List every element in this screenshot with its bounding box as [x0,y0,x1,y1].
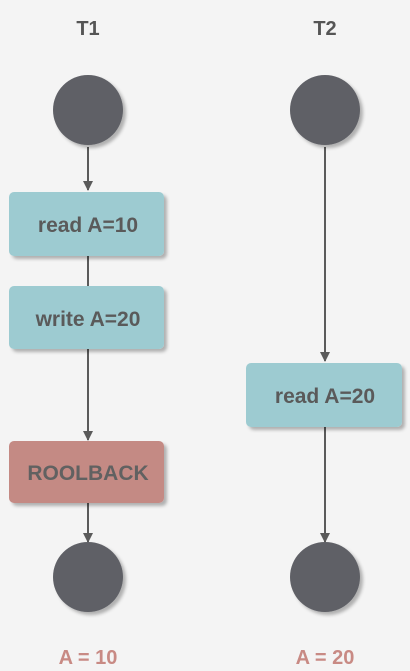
t1-end-node [53,542,123,612]
t1-step-write-label: write A=20 [35,308,141,331]
t2-title: T2 [313,18,336,40]
t1-step-read-box [9,192,164,256]
t1-step-rollback-box [9,441,164,503]
t1-step-write-box [9,286,164,349]
t2-step-read-label: read A=20 [275,385,375,408]
t1-step-rollback-label: ROOLBACK [27,462,148,485]
t1-result: A = 10 [59,647,118,669]
t1-start-node [53,75,123,145]
t1-step-read-label: read A=10 [38,214,138,237]
t1-step-read: read A=10 [9,192,164,256]
t2-end-node [290,542,360,612]
t1-step-write: write A=20 [9,286,164,349]
t2-result: A = 20 [296,647,355,669]
t2-step-read-box [246,363,402,427]
t1-step-rollback: ROOLBACK [9,441,164,503]
t1-title: T1 [76,18,99,40]
t2-start-node [290,75,360,145]
t2-step-read: read A=20 [246,363,402,427]
